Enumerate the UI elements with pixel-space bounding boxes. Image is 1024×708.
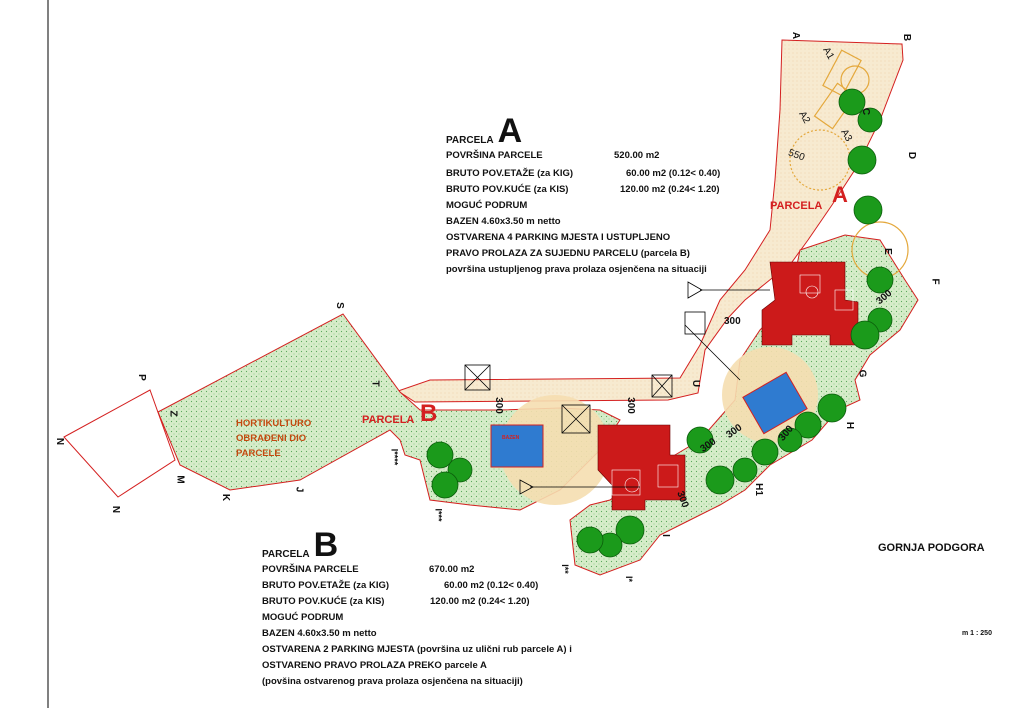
dim-300-g: 300 bbox=[776, 423, 796, 444]
dim-300-c: 300 bbox=[492, 397, 504, 414]
point-f: F bbox=[929, 278, 941, 285]
parcel-b-area-row: POVRŠINA PARCELE 670.00 m2 bbox=[262, 562, 602, 578]
parcel-a-parking-2: PRAVO PROLAZA ZA SUJEDNU PARCELU (parcel… bbox=[446, 248, 690, 259]
point-e: E bbox=[881, 248, 893, 255]
scale-label: m 1 : 250 bbox=[962, 630, 992, 637]
parcel-b-house-label: BRUTO POV.KUĆE (za KIS) bbox=[262, 596, 385, 607]
parcel-b-heading-label: PARCELA bbox=[262, 549, 310, 560]
dim-550: 550 bbox=[786, 147, 807, 164]
point-i: I bbox=[659, 534, 671, 537]
parcel-b-area-label: POVRŠINA PARCELE bbox=[262, 564, 359, 575]
dim-300-f: 300 bbox=[724, 422, 745, 441]
parcel-b-heading-letter: B bbox=[313, 526, 339, 564]
parcel-a-area-label: POVRŠINA PARCELE bbox=[446, 150, 543, 161]
point-m: M bbox=[174, 475, 186, 484]
point-i-star4: I**** bbox=[389, 448, 400, 466]
point-b: B bbox=[901, 33, 913, 42]
horti-line-3: PARCELE bbox=[236, 448, 281, 459]
point-a: A bbox=[790, 31, 802, 40]
parcel-b-parking-1: OSTVARENA 2 PARKING MJESTA (površina uz … bbox=[262, 644, 572, 655]
plan-parcel-b-label: PARCELA bbox=[362, 414, 415, 426]
horti-line-1: HORTIKULTURO bbox=[236, 418, 312, 429]
parcel-a-area-row: POVRŠINA PARCELE 520.00 m2 bbox=[446, 148, 756, 164]
point-h: H bbox=[844, 421, 856, 430]
parcel-b-house-value: 120.00 m2 (0.24< 1.20) bbox=[430, 596, 530, 607]
plan-parcel-a-label: PARCELA bbox=[770, 200, 823, 212]
parcel-a-heading: PARCELA A bbox=[446, 108, 756, 148]
parcel-b-area-value: 670.00 m2 bbox=[429, 564, 475, 575]
point-i-star: I* bbox=[624, 575, 635, 583]
parcel-a-floor-label: BRUTO POV.ETAŽE (za KIG) bbox=[446, 168, 574, 179]
plan-parcel-a-letter: A bbox=[832, 182, 848, 207]
dim-300-e: 300 bbox=[698, 436, 719, 455]
parcel-a-parking-1: OSTVARENA 4 PARKING MJESTA I USTUPLJENO bbox=[446, 232, 671, 243]
point-a2: A2 bbox=[796, 109, 812, 126]
parcel-b-floor-row: BRUTO POV.ETAŽE (za KIG) 60.00 m2 (0.12<… bbox=[262, 578, 602, 594]
parcel-b-info: PARCELA B POVRŠINA PARCELE 670.00 m2 BRU… bbox=[262, 522, 602, 690]
parcel-b-terrace bbox=[500, 395, 610, 505]
point-n: N bbox=[54, 437, 66, 446]
parcel-a-heading-letter: A bbox=[497, 112, 523, 150]
parcel-b-house-row: BRUTO POV.KUĆE (za KIS) 120.00 m2 (0.24<… bbox=[262, 594, 602, 610]
point-a3: A3 bbox=[838, 127, 854, 144]
point-s: S bbox=[333, 302, 345, 309]
horti-line-2: OBRAĐENI DIO bbox=[236, 433, 307, 444]
point-i-star3: I*** bbox=[433, 508, 444, 522]
dim-300-b: 300 bbox=[874, 287, 895, 308]
parcel-a-house-value: 120.00 m2 (0.24< 1.20) bbox=[620, 184, 720, 195]
point-h1: H1 bbox=[752, 483, 764, 496]
parcel-b-heading: PARCELA B bbox=[262, 522, 602, 562]
dim-300-a: 300 bbox=[724, 316, 741, 327]
dim-300-h: 300 bbox=[674, 489, 691, 510]
parcel-a-floor-row: BRUTO POV.ETAŽE (za KIG) 60.00 m2 (0.12<… bbox=[446, 166, 756, 182]
parcel-b-parking-2: OSTVARENO PRAVO PROLAZA PREKO parcele A bbox=[262, 660, 487, 671]
parcel-b-parking-3: (povšina ostvarenog prava prolaza osjenč… bbox=[262, 676, 523, 687]
point-u: U bbox=[690, 379, 702, 388]
parcel-a-parking-3: površina ustupljenog prava prolaza osjen… bbox=[446, 264, 707, 275]
parcel-a-house-label: BRUTO POV.KUĆE (za KIS) bbox=[446, 184, 569, 195]
parcel-b-basement: MOGUĆ PODRUM bbox=[262, 612, 344, 623]
parcel-a-heading-label: PARCELA bbox=[446, 135, 494, 146]
parcel-a-floor-value: 60.00 m2 (0.12< 0.40) bbox=[626, 168, 721, 179]
point-g: G bbox=[856, 369, 868, 378]
point-p: P bbox=[135, 374, 147, 381]
point-a1: A1 bbox=[820, 45, 836, 62]
place-name: GORNJA PODGORA bbox=[878, 542, 985, 554]
pool-b-label: BAZEN bbox=[502, 435, 520, 441]
point-z: Z bbox=[167, 410, 179, 417]
parcel-a-house-row: BRUTO POV.KUĆE (za KIS) 120.00 m2 (0.24<… bbox=[446, 182, 756, 198]
plan-parcel-b-letter: B bbox=[420, 400, 438, 427]
parcel-a-pool: BAZEN 4.60x3.50 m netto bbox=[446, 216, 561, 227]
dim-300-d: 300 bbox=[624, 397, 636, 414]
point-d: D bbox=[906, 151, 918, 160]
building-b bbox=[597, 424, 686, 511]
parcel-a-basement: MOGUĆ PODRUM bbox=[446, 200, 528, 211]
parcel-b-floor-label: BRUTO POV.ETAŽE (za KIG) bbox=[262, 580, 390, 591]
trees bbox=[426, 88, 894, 558]
point-j: J bbox=[293, 486, 305, 493]
parcel-b-pool: BAZEN 4.60x3.50 m netto bbox=[262, 628, 377, 639]
pool-a bbox=[742, 371, 808, 435]
point-k: K bbox=[220, 493, 232, 502]
parcel-b-floor-value: 60.00 m2 (0.12< 0.40) bbox=[444, 580, 539, 591]
point-c: C bbox=[860, 107, 872, 116]
pool-b bbox=[490, 424, 544, 468]
point-n2: N bbox=[110, 505, 122, 514]
parcel-a-area-value: 520.00 m2 bbox=[614, 150, 660, 161]
building-a bbox=[761, 261, 859, 346]
parcel-a-info: PARCELA A POVRŠINA PARCELE 520.00 m2 BRU… bbox=[446, 108, 756, 278]
point-t: T bbox=[369, 380, 381, 387]
access-lines bbox=[464, 281, 770, 495]
neighbour-plot bbox=[63, 389, 176, 498]
